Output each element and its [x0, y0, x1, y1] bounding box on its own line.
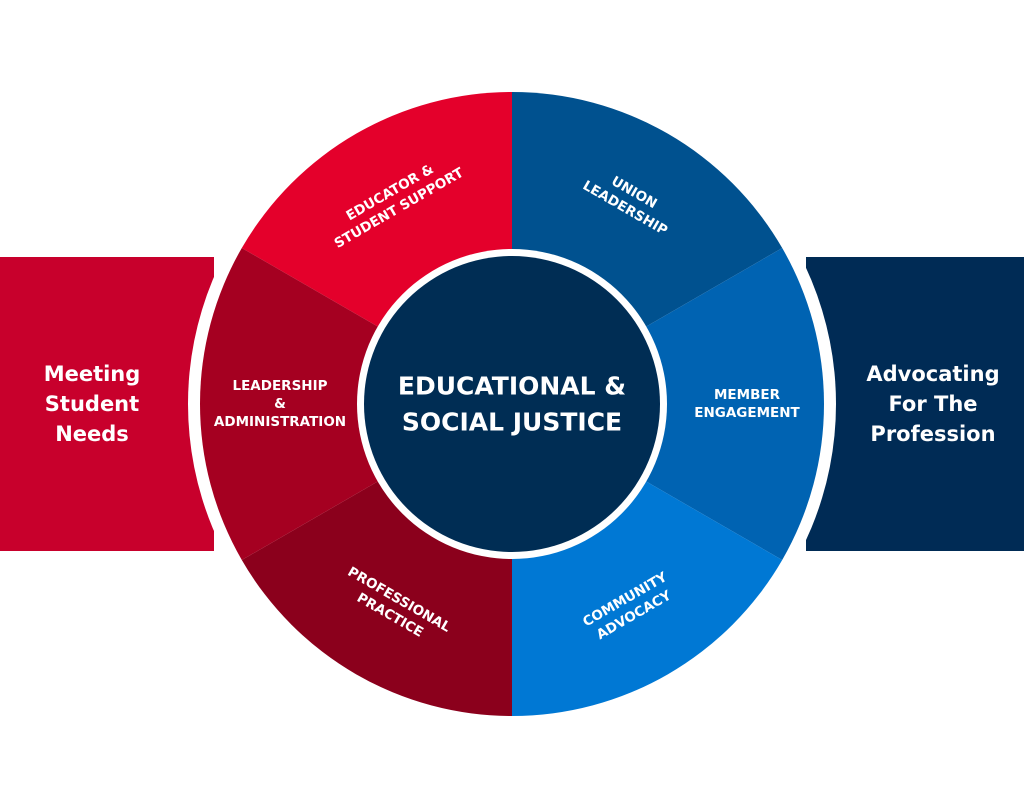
segment-label-line: ADMINISTRATION: [214, 414, 346, 430]
segment-leadership-administration: [200, 248, 512, 560]
segment-label-line: ENGAGEMENT: [694, 405, 800, 421]
segment-label-line: LEADERSHIP: [232, 378, 327, 394]
right-panel-text: Advocating For The Profession: [866, 362, 1000, 446]
center-title-line: EDUCATIONAL &: [398, 372, 626, 401]
center-title-line: SOCIAL JUSTICE: [402, 408, 622, 437]
center-circle: [364, 256, 660, 552]
segment-label-line: MEMBER: [714, 387, 781, 403]
segment-label-member-engagement: MEMBER ENGAGEMENT: [694, 387, 800, 421]
segment-label-leadership-administration: LEADERSHIP & ADMINISTRATION: [214, 378, 346, 430]
left-side-panel: Meeting Student Needs: [0, 257, 214, 551]
segment-member-engagement: [512, 248, 824, 560]
right-side-panel: Advocating For The Profession: [806, 257, 1024, 551]
segment-label-line: &: [274, 396, 286, 412]
left-panel-text: Meeting Student Needs: [43, 362, 141, 446]
